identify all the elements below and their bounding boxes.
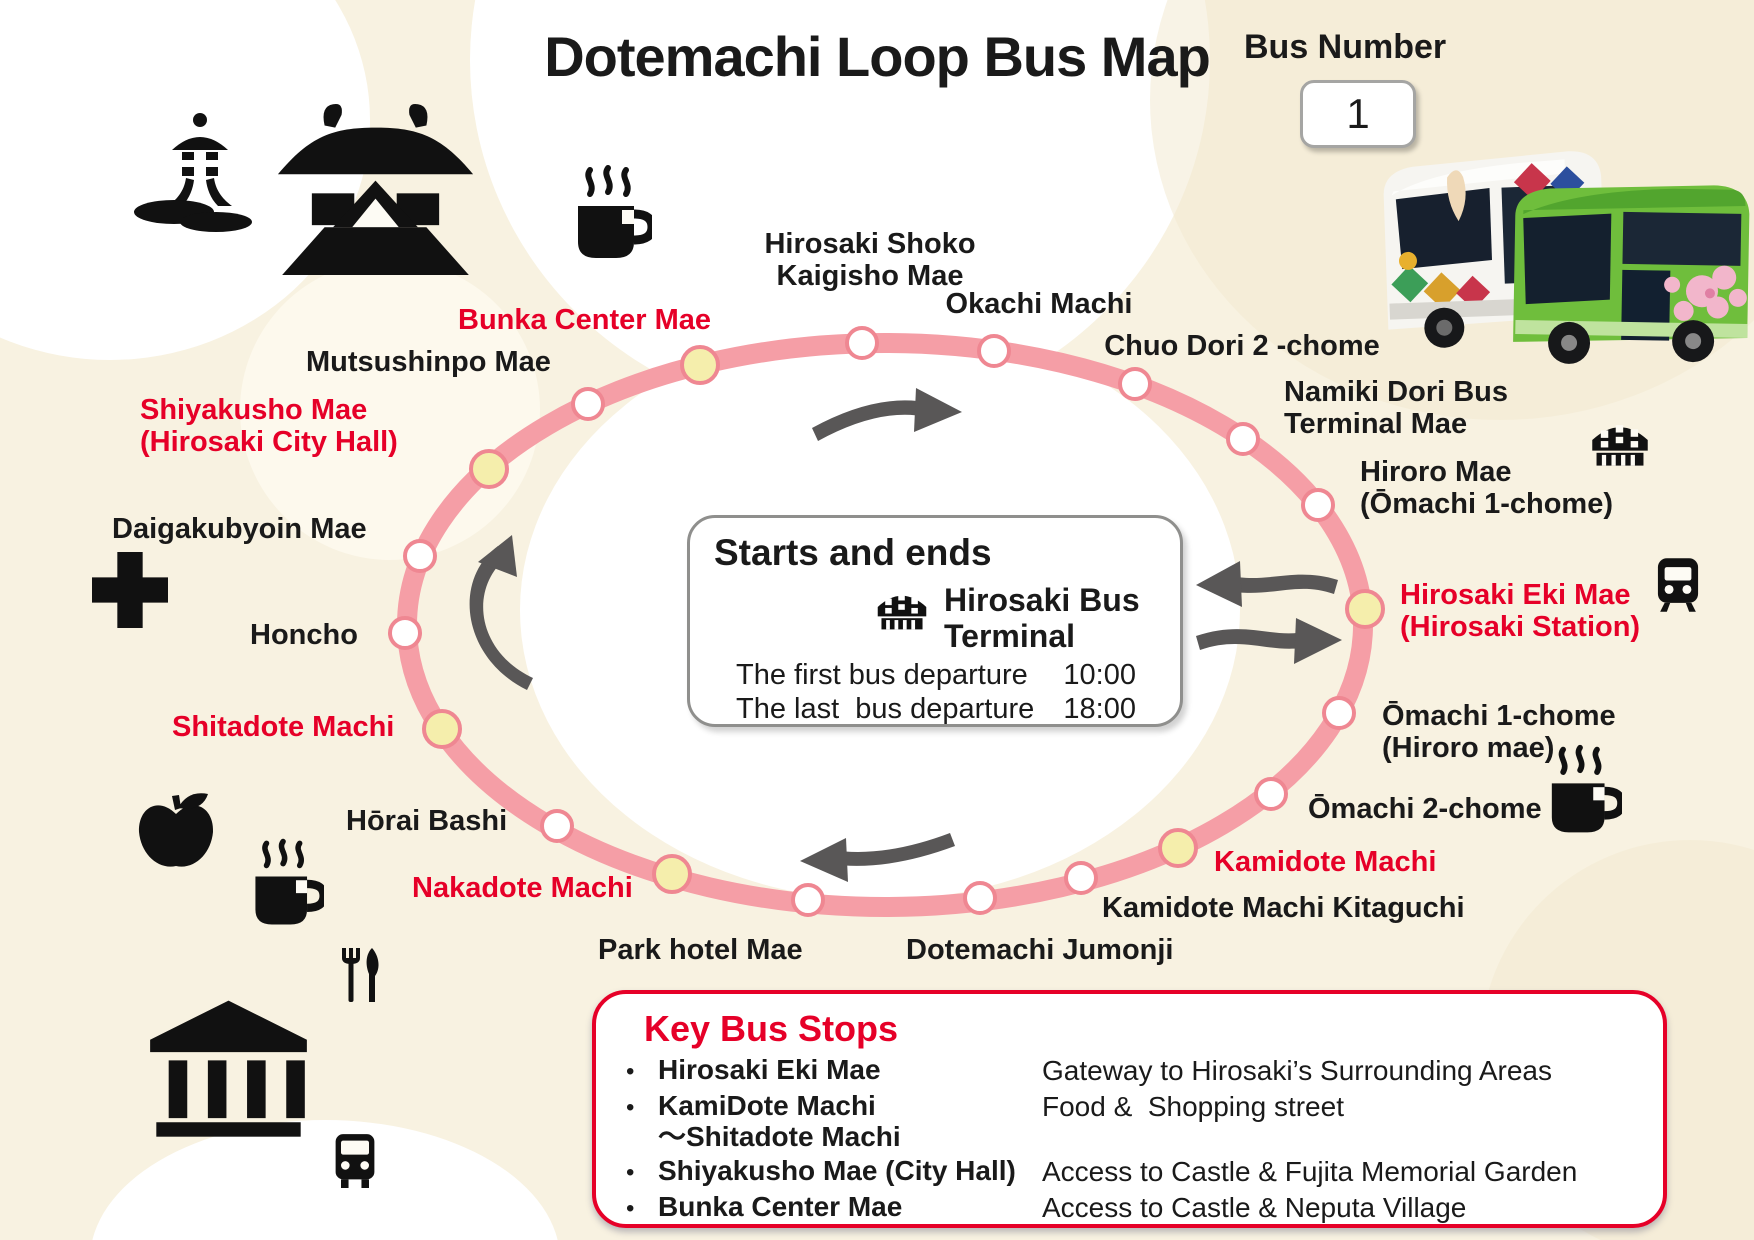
fork-knife-icon (342, 948, 379, 1002)
direction-arrows (469, 388, 1342, 882)
bus-stop-node (422, 709, 462, 749)
direction-arrow-bottom (830, 833, 955, 866)
bus-stop-label: Hirosaki Eki Mae (Hirosaki Station) (1400, 579, 1641, 643)
loop-bus-photo (1383, 151, 1750, 364)
page-title: Dotemachi Loop Bus Map (544, 25, 1211, 88)
legend-stop-name: Shiyakusho Mae (City Hall) (658, 1155, 1016, 1186)
bullet-icon: • (626, 1195, 635, 1222)
bus-stop-node (540, 809, 574, 843)
bus-stop-label: Bunka Center Mae (458, 304, 712, 336)
bus-stop-label: Shiyakusho Mae (Hirosaki City Hall) (140, 394, 398, 458)
departure-row: The last bus departure 18:00 (736, 692, 1136, 726)
bus-stop-node (1254, 777, 1288, 811)
bus-stop-label: Daigakubyoin Mae (112, 513, 367, 545)
coffee-cup-icon (1551, 744, 1622, 833)
bus-stop-node (1226, 422, 1260, 456)
station-arrow-in (1224, 574, 1338, 594)
bus-stop-label: Park hotel Mae (598, 934, 803, 966)
bus-number-value: 1 (1346, 90, 1370, 137)
bus-stop-node (1118, 367, 1152, 401)
bus-stop-label: Nakadote Machi (412, 872, 633, 904)
station-arrow-out (1196, 629, 1312, 650)
terminal-name: Hirosaki Bus Terminal (944, 582, 1140, 654)
legend-stop-description: Food & Shopping street (1042, 1091, 1344, 1122)
terminal-building-icon (1592, 425, 1648, 466)
coffee-cup-icon (578, 165, 652, 258)
starts-box-title: Starts and ends (714, 532, 992, 573)
legend-row: • Hirosaki Eki Mae Gateway to Hirosaki’s S… (626, 1054, 1637, 1087)
bullet-icon: • (626, 1058, 635, 1085)
bus-stop-label: Kamidote Machi Kitaguchi (1102, 892, 1465, 924)
legend-stop-name: KamiDote Machi ～Shitadote Machi (658, 1090, 901, 1152)
bus-stop-node (963, 881, 997, 915)
terminal-building-icon (877, 593, 927, 630)
departure-time: 10:00 (1063, 659, 1136, 691)
legend-row: • Shiyakusho Mae (City Hall) Access to Cas… (626, 1155, 1637, 1188)
bus-stop-node (403, 539, 437, 573)
castle-icon (277, 103, 474, 275)
legend-stop-description: Access to Castle & Fujita Memorial Garde… (1042, 1156, 1578, 1187)
bus-stop-node (791, 883, 825, 917)
hospital-cross-icon (92, 552, 168, 628)
bus-stop-label: Chuo Dori 2 -chome (1104, 330, 1380, 362)
bus-stop-node (1158, 828, 1198, 868)
bus-stop-node (571, 387, 605, 421)
bus-stop-label: Hirosaki Shoko Kaigisho Mae (764, 228, 976, 292)
bus-stop-label: Hōrai Bashi (346, 805, 508, 837)
bus-stop-label: Namiki Dori Bus Terminal Mae (1284, 376, 1508, 440)
key-bus-stops-box: Key Bus Stops • Hirosaki Eki Mae Gateway t… (592, 990, 1667, 1228)
bus-stop-label: Dotemachi Jumonji (906, 934, 1174, 966)
train-station-icon (1657, 558, 1699, 612)
bus-stop-node (652, 854, 692, 894)
bus-stop-label: Okachi Machi (945, 288, 1133, 320)
legend-title: Key Bus Stops (644, 1008, 899, 1049)
bus-number-badge: 1 (1300, 80, 1416, 148)
starts-and-ends-box: Starts and ends Hirosaki Bus Terminal Th… (687, 515, 1183, 727)
bus-stop-node (1064, 861, 1098, 895)
departure-label: The first bus departure (736, 659, 1028, 691)
bus-stop-node (680, 345, 720, 385)
bus-number-label: Bus Number (1244, 28, 1447, 66)
legend-row: • KamiDote Machi ～Shitadote Machi Food & S… (626, 1090, 1637, 1152)
bus-stop-label: Kamidote Machi (1214, 846, 1437, 878)
bus-stop-label: Shitadote Machi (172, 711, 395, 743)
bus-stop-node (1322, 696, 1356, 730)
stone-lantern-icon (134, 113, 252, 232)
bus-stop-label: Ōmachi 1-chome (Hiroro mae) (1382, 700, 1616, 764)
bus-stop-node (469, 449, 509, 489)
departure-label: The last bus departure (736, 693, 1035, 725)
legend-stop-name: Hirosaki Eki Mae (658, 1054, 881, 1085)
direction-arrow-left (469, 546, 533, 690)
bus-stop-label: Mutsushinpo Mae (306, 346, 551, 378)
background-blob (240, 260, 540, 560)
legend-row: • Bunka Center Mae Access to Castle & Nepu… (626, 1191, 1637, 1224)
legend-stop-name: Bunka Center Mae (658, 1191, 903, 1222)
direction-arrow-top (812, 400, 930, 441)
coffee-cup-icon (255, 838, 324, 925)
bus-front-icon (335, 1134, 375, 1188)
bus-stop-node (1345, 589, 1385, 629)
bus-stop-node (977, 334, 1011, 368)
departure-time: 18:00 (1063, 693, 1136, 725)
bus-stop-node (845, 326, 879, 360)
bus-stop-label: Hiroro Mae (Ōmachi 1-chome) (1360, 456, 1613, 520)
legend-stop-description: Access to Castle & Neputa Village (1042, 1192, 1467, 1223)
bullet-icon: • (626, 1159, 635, 1186)
bus-stop-node (1301, 488, 1335, 522)
bus-stop-label: Ōmachi 2-chome (1308, 793, 1542, 825)
departure-row: The first bus departure 10:00 (736, 658, 1136, 692)
legend-stop-description: Gateway to Hirosaki’s Surrounding Areas (1042, 1055, 1552, 1086)
apple-icon (138, 793, 214, 867)
bus-stop-label: Honcho (250, 619, 358, 651)
museum-icon (150, 1000, 307, 1137)
bus-stop-node (388, 616, 422, 650)
bullet-icon: • (626, 1094, 635, 1121)
